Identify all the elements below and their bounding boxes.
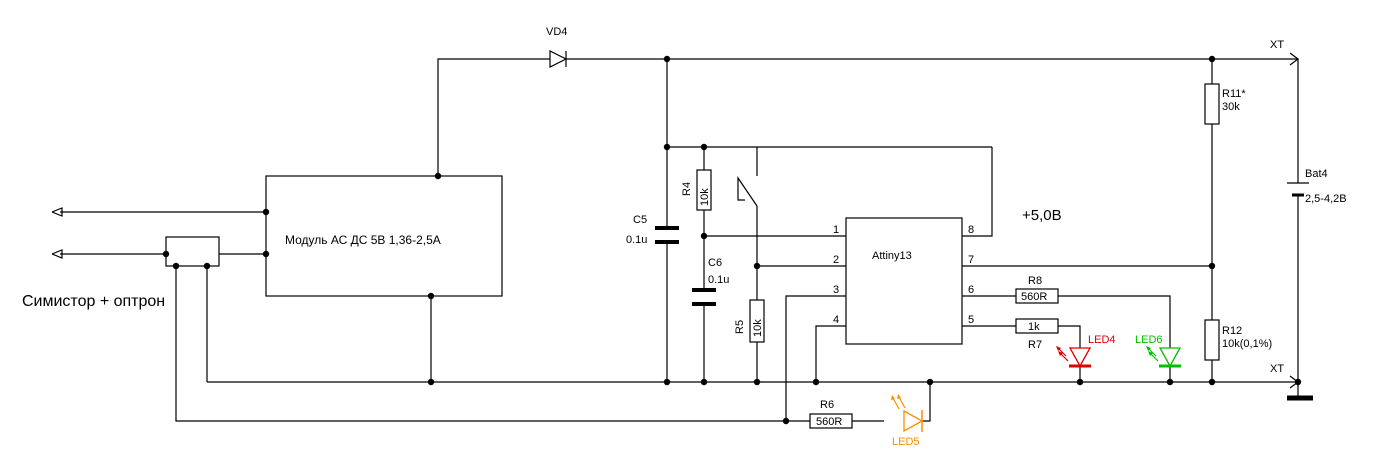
- resistor-r11: [1204, 83, 1220, 125]
- led6-label: LED6: [1135, 334, 1163, 346]
- r11-value: 30k: [1222, 101, 1240, 113]
- bat4-value: 2,5-4,2В: [1305, 193, 1347, 205]
- junction-dots: [162, 55, 1302, 425]
- r7-name: R7: [1028, 339, 1042, 351]
- battery-bat4: [1287, 182, 1309, 197]
- r8-name: R8: [1028, 275, 1042, 287]
- xt-top-label: XT: [1270, 39, 1284, 51]
- r4-value: 10k: [699, 188, 711, 206]
- led6: [1146, 346, 1182, 368]
- capacitor-c6: [692, 288, 716, 306]
- wires: [51, 52, 1299, 422]
- pin-3: 3: [833, 284, 839, 296]
- diode-vd4: [549, 50, 568, 68]
- r11-name: R11*: [1222, 88, 1246, 100]
- module-box: [265, 175, 503, 297]
- r7-value: 1k: [1028, 321, 1040, 333]
- bat4-name: Bat4: [1305, 168, 1328, 180]
- simistor-label: Симистор + оптрон: [22, 293, 165, 310]
- pin-5: 5: [968, 314, 974, 326]
- switch: [737, 176, 758, 207]
- resistor-r4: [696, 169, 712, 211]
- pin-7: 7: [968, 254, 974, 266]
- resistor-r8: [1015, 288, 1059, 304]
- module-label: Модуль АС ДС 5В 1,36-2,5А: [285, 233, 441, 247]
- r4-name: R4: [681, 182, 693, 196]
- led4: [1056, 346, 1092, 368]
- c5-value: 0.1u: [626, 234, 647, 246]
- capacitor-c5: [655, 226, 679, 244]
- c5-name: C5: [633, 214, 647, 226]
- r5-value: 10k: [752, 319, 764, 337]
- resistor-r6: [809, 413, 853, 429]
- pin-1: 1: [833, 224, 839, 236]
- r12-name: R12: [1222, 325, 1242, 337]
- pin-4: 4: [833, 314, 839, 326]
- r5-name: R5: [734, 320, 746, 334]
- resistor-r12: [1204, 319, 1220, 361]
- pin-8: 8: [968, 224, 974, 236]
- pin-2: 2: [833, 254, 839, 266]
- r6-name: R6: [820, 399, 834, 411]
- simistor-box: [165, 236, 220, 267]
- ic-label: Attiny13: [872, 250, 912, 262]
- resistor-r5: [749, 299, 765, 343]
- r12-value: 10k(0,1%): [1222, 338, 1272, 350]
- resistor-r7: [1015, 318, 1059, 334]
- voltage-label: +5,0В: [1022, 207, 1062, 224]
- r8-value: 560R: [1021, 291, 1047, 303]
- c6-value: 0.1u: [708, 274, 729, 286]
- led5: [891, 394, 924, 433]
- ic-attiny13: [845, 217, 963, 345]
- led5-label: LED5: [892, 436, 920, 448]
- c6-name: C6: [708, 257, 722, 269]
- r6-value: 560R: [816, 416, 842, 428]
- pin-6: 6: [968, 284, 974, 296]
- led4-label: LED4: [1088, 334, 1116, 346]
- xt-bottom-label: XT: [1270, 363, 1284, 375]
- vd4-label: VD4: [546, 26, 567, 38]
